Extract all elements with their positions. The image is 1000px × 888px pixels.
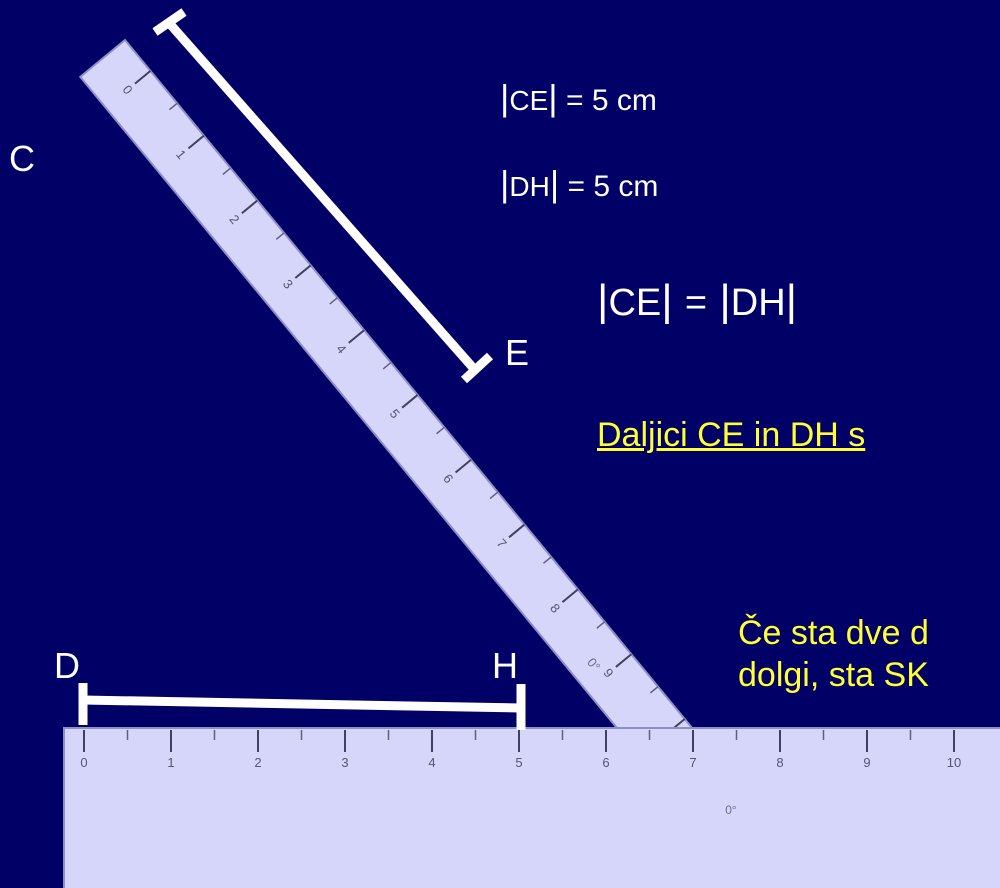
- diagonal-ruler-tick-8: [561, 588, 579, 603]
- horizontal-ruler-number: 8: [776, 755, 783, 770]
- rule-line-2: dolgi, sta SK: [738, 656, 929, 694]
- equation-right: DH: [730, 282, 786, 324]
- abs-bar-right: |: [661, 276, 673, 325]
- measurement-dh-value: = 5 cm: [567, 170, 659, 203]
- measurement-ce-value: = 5 cm: [565, 84, 657, 117]
- diagonal-ruler-minor-tick: [542, 556, 552, 564]
- diagonal-ruler-minor-tick: [222, 167, 232, 176]
- horizontal-ruler-number: 6: [602, 755, 609, 770]
- horizontal-ruler-body: [63, 727, 1000, 888]
- horizontal-ruler-number: 2: [254, 755, 261, 770]
- point-label-e: E: [505, 332, 530, 373]
- diagonal-ruler-tick-7: [508, 523, 526, 539]
- diagonal-ruler-tick-1: [187, 134, 205, 150]
- measurement-dh: |DH| = 5 cm: [500, 163, 658, 205]
- rule-line-1: Če sta dve d: [738, 614, 929, 652]
- diagonal-ruler-tick-0: [134, 70, 152, 85]
- segment-dh-line: [82, 695, 522, 713]
- abs-bar-left: |: [500, 77, 510, 118]
- diagonal-ruler-minor-tick: [275, 232, 285, 240]
- point-label-d: D: [54, 645, 80, 686]
- abs-bar-left: |: [500, 163, 510, 204]
- segment-dh: [78, 683, 526, 730]
- abs-bar-right: |: [548, 77, 558, 118]
- equation-left: CE: [608, 282, 662, 324]
- diagonal-ruler-tick-9: [615, 653, 632, 668]
- horizontal-ruler-number: 5: [515, 755, 522, 770]
- horizontal-ruler-number: 1: [167, 755, 174, 770]
- horizontal-ruler-number: 10: [947, 755, 961, 770]
- diagonal-ruler-minor-tick: [168, 102, 178, 111]
- diagonal-ruler-tick-5: [401, 394, 419, 409]
- diagonal-ruler-minor-tick: [596, 621, 606, 629]
- horizontal-ruler-number: 3: [341, 755, 348, 770]
- measurement-ce: |CE| = 5 cm: [500, 77, 657, 119]
- abs-bar-left: |: [597, 276, 609, 325]
- segment-ce-line: [166, 21, 479, 373]
- point-label-h: H: [492, 645, 518, 686]
- horizontal-ruler-ticks: 0 1 2 3 4 5 6 7 8 9 10: [80, 730, 961, 770]
- diagonal-ruler-tick-2: [241, 199, 258, 214]
- diagonal-ruler-minor-tick: [436, 426, 445, 435]
- equation-equals: =: [684, 282, 708, 324]
- point-label-c: C: [9, 138, 35, 179]
- horizontal-ruler-number: 9: [863, 755, 870, 770]
- congruence-statement[interactable]: Daljici CE in DH s: [597, 416, 866, 454]
- equation: |CE| = |DH|: [597, 276, 797, 326]
- horizontal-ruler: 0 1 2 3 4 5 6 7 8 9 10 0°: [63, 727, 1000, 888]
- diagonal-ruler-minor-tick: [649, 686, 659, 694]
- horizontal-ruler-angle-mark: 0°: [725, 803, 737, 817]
- measurement-dh-name: DH: [509, 171, 550, 202]
- diagonal-ruler-tick-6: [454, 458, 472, 474]
- abs-bar-left: |: [719, 276, 731, 325]
- segment-ce-end-cap: [460, 352, 494, 384]
- segment-ce-start-cap: [152, 8, 187, 36]
- abs-bar-right: |: [549, 163, 560, 204]
- diagonal-ruler-minor-tick: [382, 361, 392, 370]
- diagonal-ruler-tick-4: [348, 329, 365, 344]
- horizontal-ruler-number: 0: [80, 755, 87, 770]
- measurement-ce-name: CE: [509, 85, 549, 116]
- diagonal-ruler-minor-tick: [489, 491, 499, 500]
- diagonal-ruler-tick-3: [294, 264, 312, 279]
- diagonal-ruler-minor-tick: [329, 297, 338, 305]
- horizontal-ruler-number: 4: [428, 755, 435, 770]
- abs-bar-right: |: [785, 276, 798, 325]
- horizontal-ruler-number: 7: [689, 755, 696, 770]
- segment-ce: [152, 8, 494, 384]
